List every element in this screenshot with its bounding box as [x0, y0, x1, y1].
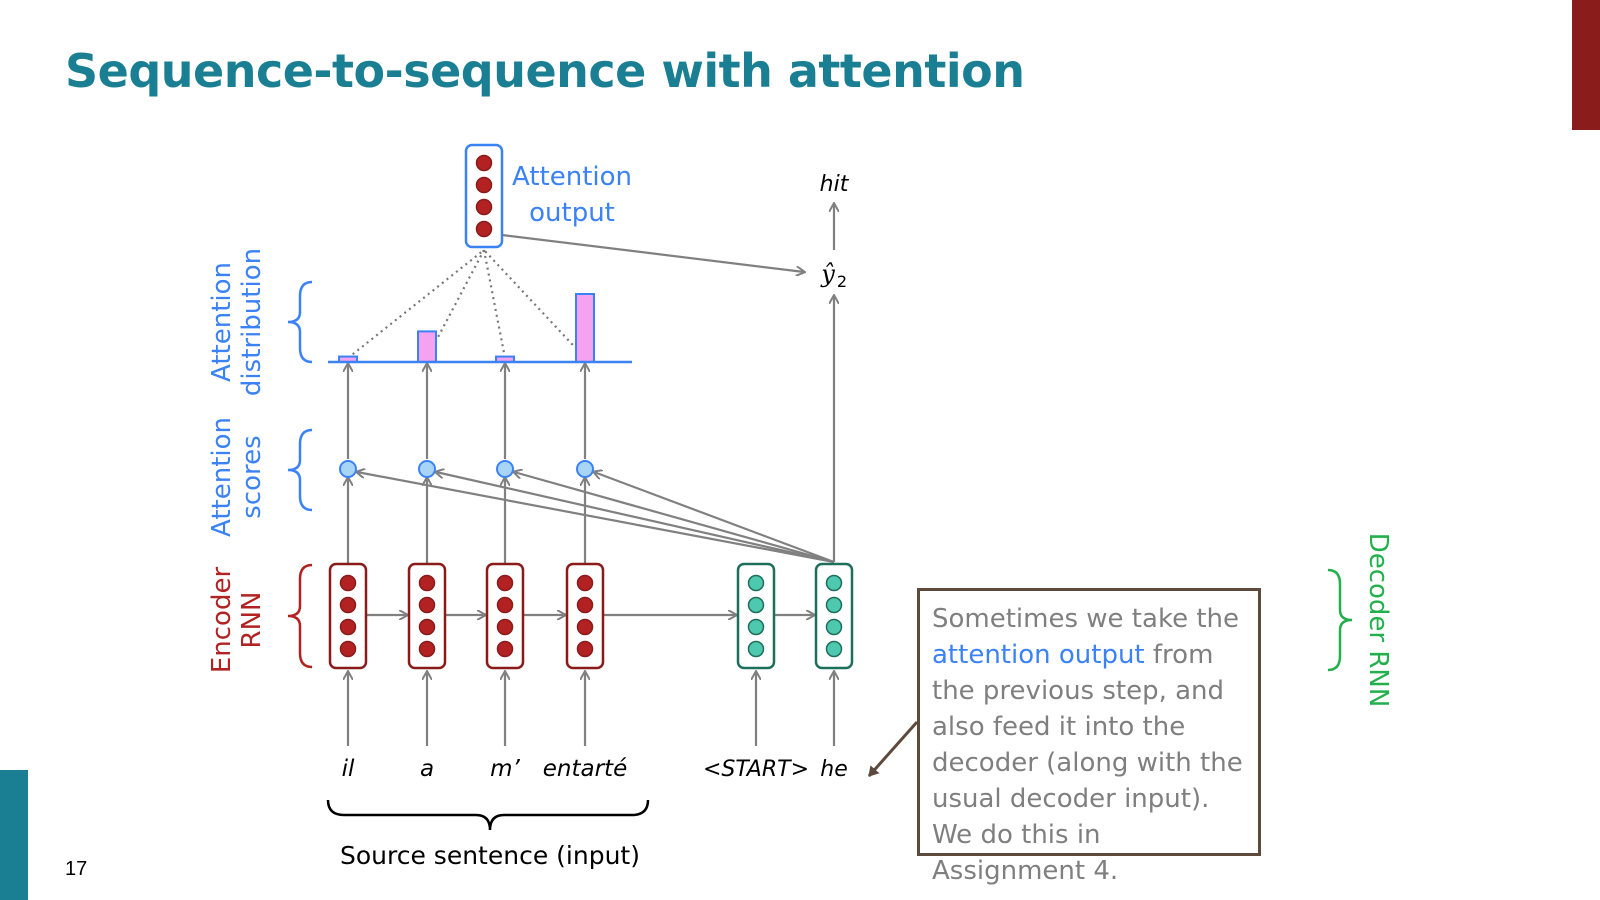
top-right-accent-bar [1572, 0, 1600, 130]
decoder-cell-0-unit-2 [747, 618, 765, 636]
slide-title: Sequence-to-sequence with attention [65, 44, 1025, 98]
encoder-rnn-label-line-0: Encoder [207, 567, 237, 674]
encoder-cell-2-box [485, 562, 525, 670]
distribution-brace [287, 280, 313, 364]
output-word-label: hit [820, 172, 850, 197]
attention-distribution-label-line-0: Attention [207, 262, 237, 382]
decoder-cell-1-box [814, 562, 854, 670]
decoder-cell-1 [814, 562, 854, 670]
attention-output-unit-2 [475, 198, 493, 216]
encoder-cell-0-unit-0 [339, 574, 357, 592]
encoder-cell-3-unit-0 [576, 574, 594, 592]
dotted-weight-line-2 [482, 249, 507, 359]
encoder-cell-3-unit-1 [576, 596, 594, 614]
decoder-cell-1-unit-2 [825, 618, 843, 636]
source-word-3: entarté [543, 756, 627, 782]
encoder-cell-0 [328, 562, 368, 670]
encoder-cell-0-unit-3 [339, 640, 357, 658]
source-word-1: a [420, 756, 434, 782]
decoder-cell-0-box [736, 562, 776, 670]
encoder-cell-0-unit-1 [339, 596, 357, 614]
attention-output-unit-0 [475, 154, 493, 172]
source-sentence-brace [326, 799, 650, 831]
encoder-cell-1-unit-2 [418, 618, 436, 636]
encoder-cell-3-unit-2 [576, 618, 594, 636]
source-sentence-label: Source sentence (input) [340, 841, 640, 870]
decoder-rnn-label-line-0: Decoder RNN [1363, 533, 1393, 708]
decoder-to-score-arrow-1 [436, 472, 835, 564]
scores-brace [287, 428, 313, 512]
attention-bar-3 [575, 293, 595, 363]
decoder-brace [1327, 568, 1353, 672]
attention-output-label-line-1: output [529, 198, 615, 228]
decoder-cell-1-unit-0 [825, 574, 843, 592]
encoder-cell-0-box [328, 562, 368, 670]
arrow-layer [287, 204, 1353, 831]
encoder-cell-2-unit-2 [496, 618, 514, 636]
decoder-to-score-arrow-3 [594, 472, 835, 564]
attention-scores-label-line-1: scores [237, 435, 267, 518]
encoder-cell-2-unit-1 [496, 596, 514, 614]
decoder-word-1: he [820, 757, 847, 782]
decoder-to-score-arrow-0 [357, 472, 835, 564]
encoder-cell-1-unit-3 [418, 640, 436, 658]
attention-output-vector [464, 143, 504, 249]
dotted-weight-line-0 [347, 249, 485, 359]
attention-output-unit-1 [475, 176, 493, 194]
decoder-cell-0-unit-1 [747, 596, 765, 614]
encoder-brace [287, 563, 313, 669]
encoder-cell-2-unit-3 [496, 640, 514, 658]
node-layer [328, 143, 854, 670]
decoder-cell-1-unit-1 [825, 596, 843, 614]
callout-text-part1: Sometimes we take the [932, 604, 1239, 634]
attention-output-unit-3 [475, 220, 493, 238]
encoder-cell-1 [407, 562, 447, 670]
decoder-cell-0-unit-3 [747, 640, 765, 658]
attention-score-1 [418, 460, 436, 478]
attention-output-label-line-0: Attention [512, 162, 632, 192]
attention-bar-1 [417, 330, 437, 363]
attention-scores-label-line-0: Attention [207, 417, 237, 537]
encoder-cell-0-unit-2 [339, 618, 357, 636]
encoder-rnn-label-line-1: RNN [237, 592, 267, 649]
y-hat-subscript: 2 [837, 272, 847, 291]
encoder-cell-1-box [407, 562, 447, 670]
source-word-2: m’ [490, 756, 520, 782]
page-number: 17 [65, 858, 88, 880]
encoder-cell-1-unit-1 [418, 596, 436, 614]
dotted-weight-line-1 [426, 249, 485, 359]
encoder-cell-3 [565, 562, 605, 670]
source-word-0: il [342, 756, 355, 782]
decoder-to-score-arrow-2 [514, 472, 835, 564]
encoder-cell-2 [485, 562, 525, 670]
attention-score-3 [576, 460, 594, 478]
decoder-cell-0 [736, 562, 776, 670]
callout-text-part2: from the previous step, and also feed it… [932, 640, 1243, 886]
dotted-weight-line-3 [483, 249, 586, 359]
decoder-cell-1-unit-3 [825, 640, 843, 658]
bottom-left-accent-bar [0, 770, 28, 900]
attention-output-box [464, 143, 504, 249]
attention-distribution-label-line-1: distribution [237, 248, 267, 396]
encoder-cell-3-box [565, 562, 605, 670]
encoder-cell-1-unit-0 [418, 574, 436, 592]
decoder-cell-0-unit-0 [747, 574, 765, 592]
encoder-cell-2-unit-0 [496, 574, 514, 592]
encoder-cell-3-unit-3 [576, 640, 594, 658]
attention-output-to-yhat-arrow [501, 233, 804, 272]
attention-score-0 [339, 460, 357, 478]
y-hat-label: ŷ [820, 260, 835, 288]
attention-score-2 [496, 460, 514, 478]
decoder-rnn-label: Decoder RNN [1363, 533, 1393, 708]
callout-box: Sometimes we take the attention output f… [917, 588, 1261, 886]
callout-pointer-arrow [867, 721, 919, 777]
callout-highlight: attention output [932, 640, 1145, 670]
decoder-word-0: <START> [703, 757, 809, 782]
